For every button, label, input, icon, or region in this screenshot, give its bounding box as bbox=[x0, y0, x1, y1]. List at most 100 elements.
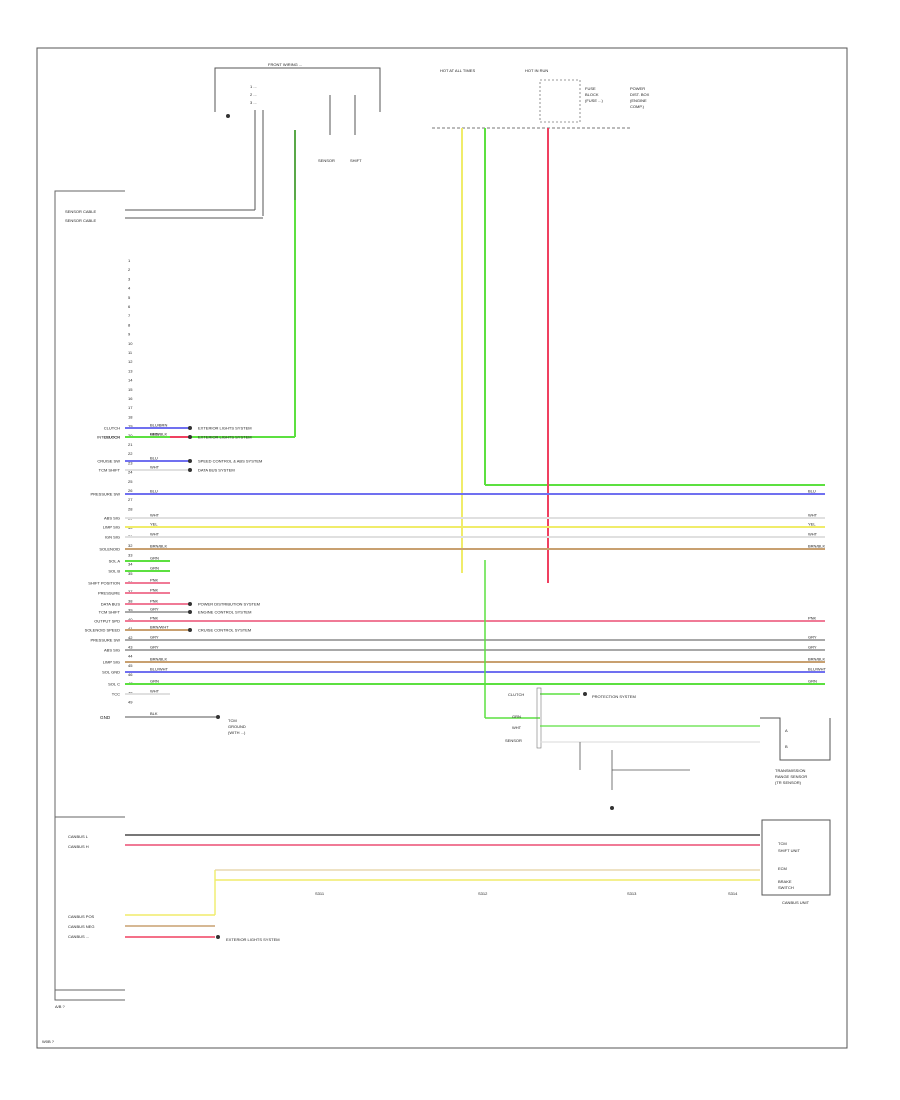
wire-row-label: SOL A bbox=[109, 559, 121, 564]
pin-number: 19 bbox=[128, 424, 133, 429]
conn-pin-1: 1 ... bbox=[250, 84, 257, 89]
wire-row-label: INTERLOCK bbox=[97, 435, 120, 440]
wire-row-note: ENGINE CONTROL SYSTEM bbox=[198, 610, 251, 615]
fuse-block-line-1: FUSE bbox=[585, 86, 596, 91]
canbus-section: CANBUS L CANBUS H CANBUS POS CANBUS NEG … bbox=[54, 816, 831, 991]
wire-row-label: IGN SIG bbox=[105, 535, 120, 540]
wire-color-tag: PNK bbox=[150, 588, 159, 593]
wire-color-tag: GRN bbox=[150, 556, 159, 561]
wire-row-terminal bbox=[188, 468, 192, 472]
wire-color-tag-right: GRY bbox=[808, 635, 817, 640]
hot-in-run: HOT IN RUN bbox=[525, 68, 548, 73]
ground-wire-tag: BLK bbox=[150, 711, 158, 716]
canbus-title-5: SWITCH bbox=[778, 885, 794, 890]
wire-color-tag: BLU bbox=[150, 489, 158, 494]
wire-row-label: PRESSURE bbox=[98, 591, 120, 596]
wire-color-tag: BRN/BLK bbox=[150, 544, 167, 549]
pdb-line-4: COMP.) bbox=[630, 104, 645, 109]
wire-row-note: CRUISE CONTROL SYSTEM bbox=[198, 628, 251, 633]
wire-color-tag: BLU/WHT bbox=[150, 667, 169, 672]
front-wiring-connector: FRONT WIRING ... 1 ... 2 ... 3 ... SENSO… bbox=[214, 62, 381, 216]
tr-title-1: TRANSMISSION bbox=[775, 768, 806, 773]
wire-row-label: ABS SIG bbox=[104, 648, 120, 653]
pin-number: 44 bbox=[128, 654, 133, 659]
wire-color-tag-right: BRN/BLK bbox=[808, 544, 825, 549]
tcm-module-outline bbox=[54, 190, 125, 1001]
pin-number: 20 bbox=[128, 433, 133, 438]
wire-row-note: EXTERIOR LIGHTS SYSTEM bbox=[198, 435, 252, 440]
fuse-block-line-3: (FUSE ...) bbox=[585, 98, 603, 103]
module-label: A/B ? bbox=[55, 1004, 66, 1009]
wire-color-tag: GRY bbox=[150, 635, 159, 640]
wire-row-label: CRUISE SW bbox=[97, 459, 120, 464]
pin-number: 39 bbox=[128, 608, 133, 613]
conn-pin-3: 3 ... bbox=[250, 100, 257, 105]
wire-color-tag: WHT bbox=[150, 465, 160, 470]
canbus-title-1: TCM bbox=[778, 841, 787, 846]
wire-color-tag-right: GRN bbox=[808, 679, 817, 684]
wire-color-tag: YEL bbox=[150, 522, 158, 527]
conn-pin-2: 2 ... bbox=[250, 92, 257, 97]
pdb-line-3: (ENGINE bbox=[630, 98, 647, 103]
wire-row-label: ABS SIG bbox=[104, 516, 120, 521]
pin-number: 48 bbox=[128, 690, 133, 695]
stub-label-2: SENSOR CABLE bbox=[65, 218, 96, 223]
wire-row-label: SOL GND bbox=[102, 670, 120, 675]
wire-color-tag: BLU/BRN bbox=[150, 423, 167, 428]
hot-at-all-times: HOT AT ALL TIMES bbox=[440, 68, 475, 73]
pin-number: 13 bbox=[128, 368, 133, 373]
wire-row-label: TCC bbox=[112, 692, 120, 697]
wire-color-tag: BRN/WHT bbox=[150, 625, 169, 630]
wire-row-terminal bbox=[188, 435, 192, 439]
canbus-caption: CANBUS UNIT bbox=[782, 900, 810, 905]
wire-row-label: CLUTCH bbox=[104, 435, 120, 440]
wire-color-tag-right: BRN/BLK bbox=[808, 657, 825, 662]
wire-color-tag: GRN bbox=[150, 679, 159, 684]
tr-sensor-module: A B TRANSMISSION RANGE SENSOR (TR SENSOR… bbox=[760, 717, 831, 785]
pin-number-column: 1234567891011121314151617181920212223242… bbox=[128, 258, 133, 705]
wire-row-label: SHIFT POSITION bbox=[88, 581, 120, 586]
wire-row-label: DATA BUS bbox=[101, 602, 121, 607]
fuse-block-connector: HOT AT ALL TIMES HOT IN RUN FUSE BLOCK (… bbox=[432, 68, 650, 129]
wire-row-label: PRESSURE SW bbox=[90, 638, 120, 643]
ground-note-1: TCM bbox=[228, 718, 237, 723]
pin-number: 5 bbox=[128, 295, 131, 300]
pin-number: 12 bbox=[128, 359, 133, 364]
footer-code: W0B ? bbox=[42, 1039, 55, 1044]
pin-number: 23 bbox=[128, 460, 133, 465]
canbus-unit-box bbox=[761, 819, 831, 896]
pin-number: 8 bbox=[128, 322, 131, 327]
diagram-frame bbox=[36, 47, 848, 1049]
front-wiring-header: FRONT WIRING ... bbox=[268, 62, 302, 67]
wire-row-note: POWER DISTRIBUTION SYSTEM bbox=[198, 602, 260, 607]
wire-row-label: OUTPUT SPD bbox=[94, 619, 120, 624]
canbus-title-2: SHIFT UNIT bbox=[778, 848, 800, 853]
wire-row-terminal bbox=[188, 459, 192, 463]
pin-number: 41 bbox=[128, 626, 133, 631]
wire-color-tag: WHT bbox=[150, 689, 160, 694]
pin-number: 26 bbox=[128, 488, 133, 493]
wire-row-note: EXTERIOR LIGHTS SYSTEM bbox=[198, 426, 252, 431]
ground-label: GND bbox=[100, 715, 111, 720]
wire-row-note: DATA BUS SYSTEM bbox=[198, 468, 235, 473]
wire-row-terminal bbox=[188, 610, 192, 614]
splice-3: S313 bbox=[627, 891, 637, 896]
pin-number: 25 bbox=[128, 479, 133, 484]
wire-color-tag-right: PNK bbox=[808, 616, 817, 621]
mid-label-3: WHT bbox=[512, 725, 522, 730]
wire-row-label: CLUTCH bbox=[104, 426, 120, 431]
sensor-label-1: SENSOR bbox=[318, 158, 335, 163]
pin-number: 35 bbox=[128, 571, 133, 576]
wire-color-tag: GRN bbox=[150, 566, 159, 571]
wire-row-label: SOL C bbox=[108, 682, 120, 687]
pin-number: 7 bbox=[128, 313, 131, 318]
pin-number: 9 bbox=[128, 332, 131, 337]
wire-color-tag: GRY bbox=[150, 607, 159, 612]
canbus-title-3: ECM bbox=[778, 866, 787, 871]
pin-number: 10 bbox=[128, 341, 133, 346]
lower-note: EXTERIOR LIGHTS SYSTEM bbox=[226, 937, 280, 942]
pin-number: 3 bbox=[128, 276, 131, 281]
pin-number: 22 bbox=[128, 451, 133, 456]
pdb-line-2: DIST. BOX bbox=[630, 92, 650, 97]
splice-4: S314 bbox=[728, 891, 738, 896]
